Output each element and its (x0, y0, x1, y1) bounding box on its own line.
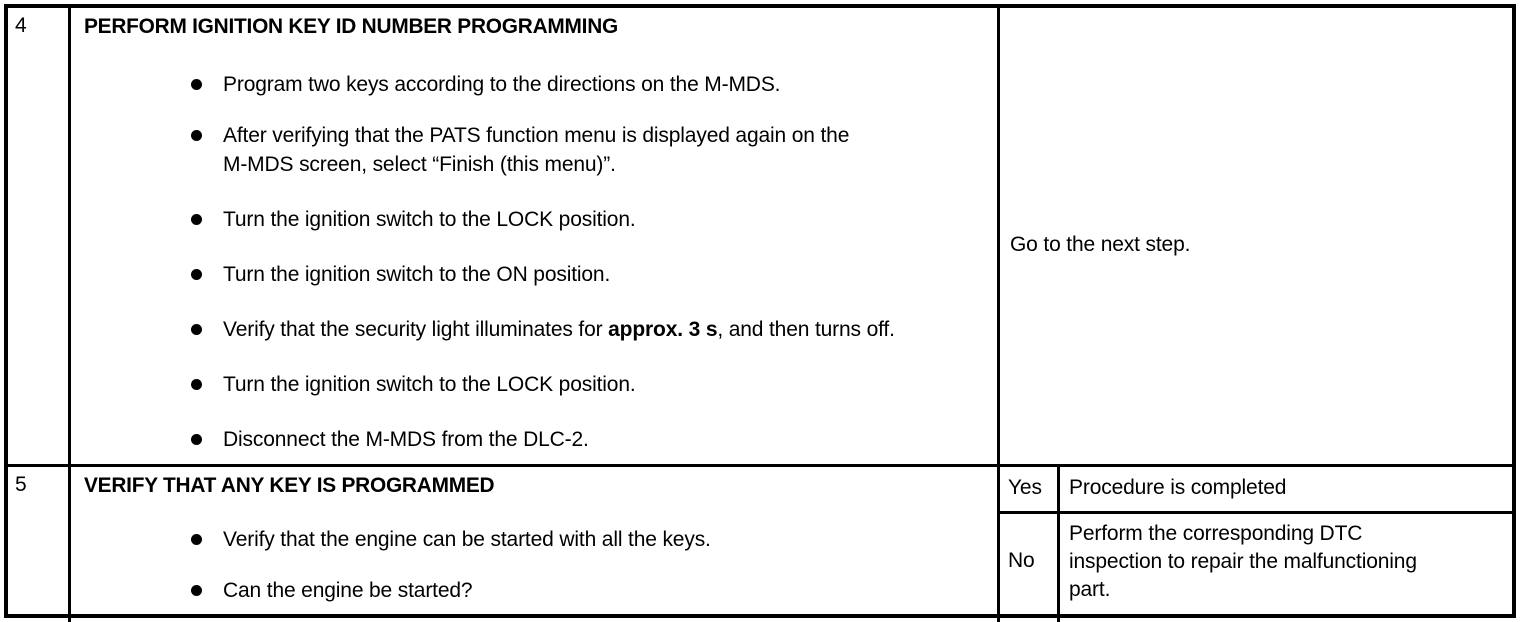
bullet-point-icon (191, 585, 202, 596)
list-item: Turn the ignition switch to the LOCK pos… (71, 370, 997, 399)
answer-key-label: No (1008, 549, 1035, 572)
step-number-cell: 4 (8, 8, 71, 464)
bullet-point-icon (191, 379, 202, 390)
procedure-table: 4 PERFORM IGNITION KEY ID NUMBER PROGRAM… (4, 4, 1516, 622)
list-item-label: Turn the ignition switch to the ON posit… (223, 263, 611, 286)
answer-value-yes: Procedure is completed (1060, 467, 1512, 511)
answer-key-no: No (1000, 514, 1060, 622)
bullet-list: Verify that the engine can be started wi… (71, 525, 997, 605)
answer-value-label: Procedure is completed (1069, 476, 1287, 499)
table-row: 4 PERFORM IGNITION KEY ID NUMBER PROGRAM… (8, 8, 1512, 464)
bullet-point-icon (191, 434, 202, 445)
bullet-point-icon (191, 324, 202, 335)
list-item-label: Turn the ignition switch to the LOCK pos… (223, 373, 636, 396)
list-item-label: After verifying that the PATS function m… (223, 124, 850, 176)
list-item-label: Disconnect the M-MDS from the DLC-2. (223, 428, 589, 451)
answer-value-label: Perform the corresponding DTC inspection… (1069, 522, 1417, 601)
answer-row-no: No Perform the corresponding DTC inspect… (1000, 511, 1512, 622)
step-inspection-cell: VERIFY THAT ANY KEY IS PROGRAMMED Verify… (71, 467, 1000, 622)
answer-value-no: Perform the corresponding DTC inspection… (1060, 514, 1512, 622)
list-item: Disconnect the M-MDS from the DLC-2. (71, 425, 997, 454)
step-number: 5 (15, 473, 27, 496)
list-item: Program two keys according to the direct… (71, 70, 997, 99)
text-before-emphasis: Verify that the security light illuminat… (223, 318, 609, 341)
answer-key-yes: Yes (1000, 467, 1060, 511)
list-item-label: Program two keys according to the direct… (223, 73, 781, 96)
bullet-point-icon (191, 534, 202, 545)
answer-key-label: Yes (1008, 476, 1042, 499)
list-item-label: Verify that the engine can be started wi… (223, 528, 711, 551)
step-inspection-cell: PERFORM IGNITION KEY ID NUMBER PROGRAMMI… (71, 8, 1000, 464)
step-action-cell: Yes Procedure is completed No Perform th… (1000, 467, 1512, 622)
list-item-label: Turn the ignition switch to the LOCK pos… (223, 208, 636, 231)
bullet-point-icon (191, 214, 202, 225)
step-number: 4 (15, 14, 27, 37)
list-item-label: Verify that the security light illuminat… (223, 315, 997, 344)
list-item: Can the engine be started? (71, 576, 997, 605)
emphasis-text: approx. 3 s (608, 318, 718, 341)
list-item: Turn the ignition switch to the LOCK pos… (71, 205, 997, 234)
text-after-emphasis: , and then turns off. (717, 318, 895, 341)
step-action-cell: Go to the next step. (1000, 8, 1512, 464)
answer-row-yes: Yes Procedure is completed (1000, 467, 1512, 511)
bullet-point-icon (191, 130, 202, 141)
list-item-label: Can the engine be started? (223, 579, 473, 602)
bullet-list: Program two keys according to the direct… (71, 70, 997, 454)
step-title: VERIFY THAT ANY KEY IS PROGRAMMED (84, 473, 495, 497)
step-title: PERFORM IGNITION KEY ID NUMBER PROGRAMMI… (84, 14, 619, 38)
action-text: Go to the next step. (1010, 233, 1191, 256)
list-item: Verify that the security light illuminat… (71, 315, 997, 344)
table-row: 5 VERIFY THAT ANY KEY IS PROGRAMMED Veri… (8, 464, 1512, 622)
list-item: Verify that the engine can be started wi… (71, 525, 997, 554)
step-number-cell: 5 (8, 467, 71, 622)
list-item: After verifying that the PATS function m… (71, 121, 997, 179)
list-item: Turn the ignition switch to the ON posit… (71, 260, 997, 289)
bullet-point-icon (191, 269, 202, 280)
bullet-point-icon (191, 79, 202, 90)
